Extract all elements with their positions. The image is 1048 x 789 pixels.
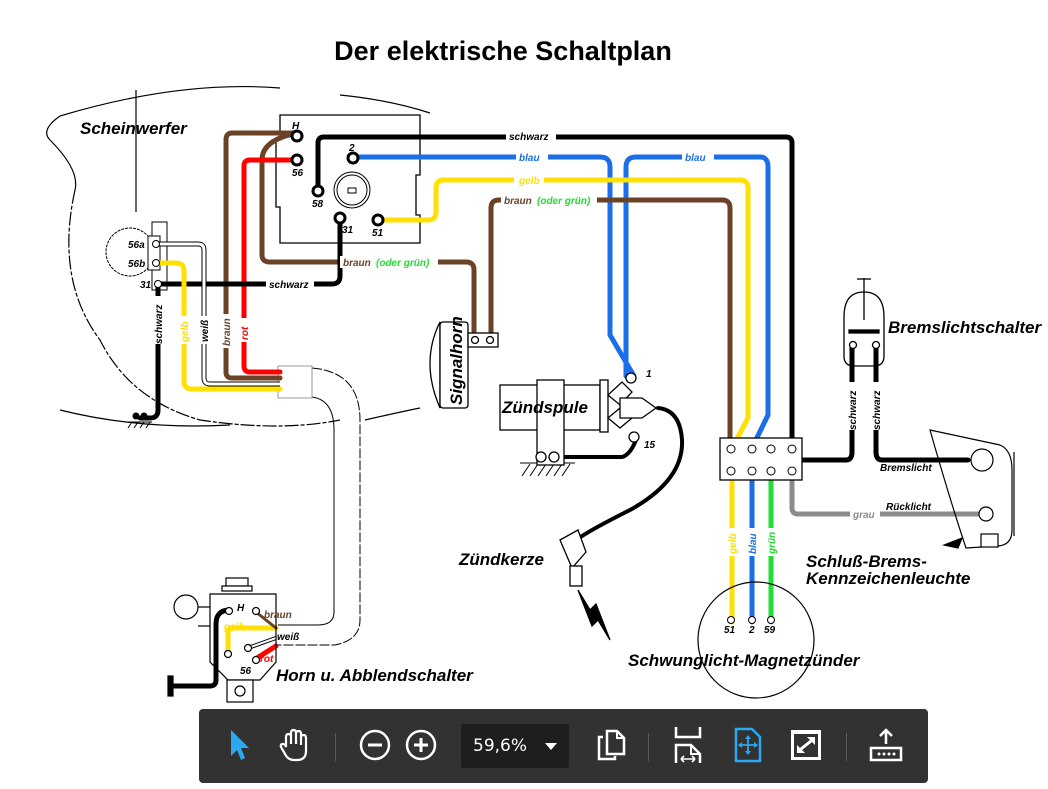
page-title: Der elektrische Schaltplan — [334, 36, 672, 66]
hand-tool-button[interactable] — [275, 725, 315, 765]
terminal-58: 58 — [312, 199, 324, 210]
terminal-horn-56: 56 — [240, 666, 252, 677]
weiss-wires — [158, 241, 280, 650]
wire-label-gelb-horn: gelb — [223, 622, 245, 633]
junction-box — [719, 437, 803, 481]
wire-label-blau-2: blau — [685, 153, 706, 164]
viewer-toolbar: 59,6% — [199, 709, 928, 783]
wire-label-braun-vertical: braun — [222, 318, 233, 346]
wire-labels: schwarz blau blau gelb braun (oder grün)… — [152, 130, 883, 665]
wires — [137, 130, 981, 689]
select-tool-button[interactable] — [219, 725, 259, 765]
wire-label-oder-gruen-1: (oder grün) — [537, 196, 591, 207]
terminal-labels: H 56 2 58 31 51 56a 56b 31 1 15 51 2 59 … — [128, 121, 776, 677]
ignition-switch-terminals — [290, 129, 385, 227]
terminal-2: 2 — [348, 143, 355, 154]
horn-dimmer-switch — [167, 577, 277, 703]
terminal-horn-H: H — [237, 603, 245, 614]
wire-label-schwarz-brake-2: schwarz — [872, 391, 883, 430]
wire-label-rot-vertical: rot — [240, 326, 251, 340]
terminal-coil-1: 1 — [646, 369, 652, 380]
copy-pages-icon — [597, 729, 626, 761]
export-icon — [869, 728, 903, 762]
spark-plug-label: Zündkerze — [458, 550, 544, 569]
terminal-coil-15: 15 — [644, 440, 656, 451]
wire-label-braun-2: braun — [343, 258, 371, 269]
wire-label-gelb-vertical: gelb — [180, 321, 191, 343]
wire-label-schwarz-top: schwarz — [509, 132, 548, 143]
cable-conduit — [277, 365, 361, 646]
export-button[interactable] — [866, 725, 906, 765]
headlight-socket — [105, 221, 168, 291]
terminal-56: 56 — [292, 168, 304, 179]
fit-width-button[interactable] — [668, 725, 708, 765]
signal-horn — [429, 321, 499, 409]
wire-label-blau-1: blau — [519, 153, 540, 164]
zoom-in-button[interactable] — [401, 725, 441, 765]
wire-label-grau: grau — [852, 510, 875, 521]
fullscreen-button[interactable] — [786, 725, 826, 765]
wire-label-gruen-magneto: grün — [767, 532, 778, 555]
zoom-level-dropdown[interactable]: 59,6% — [461, 724, 569, 768]
tail-light — [929, 429, 1015, 549]
wire-label-weiss-vertical: weiß — [200, 320, 211, 342]
terminal-51: 51 — [372, 228, 384, 239]
zoom-out-button[interactable] — [355, 725, 395, 765]
wire-label-gelb-magneto: gelb — [728, 533, 739, 555]
spark-plug — [559, 529, 611, 641]
wire-label-gelb: gelb — [518, 176, 540, 187]
zoom-in-icon — [405, 729, 437, 761]
terminal-magneto-2: 2 — [748, 625, 755, 636]
tail-light-label-2: Kennzeichenleuchte — [806, 569, 970, 588]
wire-label-blau-magneto: blau — [748, 533, 759, 554]
signal-horn-label: Signalhorn — [447, 316, 466, 405]
toolbar-divider — [648, 733, 649, 761]
page-view-button[interactable] — [591, 725, 631, 765]
toolbar-divider — [335, 733, 336, 761]
terminal-31: 31 — [342, 225, 354, 236]
fit-page-button[interactable] — [728, 725, 768, 765]
rear-light-label: Rücklicht — [886, 502, 932, 513]
wire-label-oder-gruen-2: (oder grün) — [376, 258, 430, 269]
zoom-level-value: 59,6% — [473, 736, 528, 756]
wire-label-braun-horn: braun — [264, 610, 292, 621]
fullscreen-icon — [791, 730, 821, 760]
toolbar-divider — [846, 733, 847, 761]
brake-light-label: Bremslicht — [880, 463, 932, 474]
brake-light-switch-label: Bremslichtschalter — [888, 318, 1042, 337]
zoom-out-icon — [359, 729, 391, 761]
chevron-down-icon — [545, 743, 557, 750]
wire-label-schwarz-vertical: schwarz — [154, 305, 165, 344]
pointer-icon — [231, 730, 249, 760]
wire-label-schwarz-brake-1: schwarz — [848, 391, 859, 430]
tail-light-label-1: Schluß-Brems- — [806, 552, 927, 571]
terminal-56b: 56b — [128, 259, 145, 270]
hand-icon — [279, 728, 308, 762]
headlight-label: Scheinwerfer — [80, 119, 188, 138]
terminal-headlight-31: 31 — [140, 280, 152, 291]
ignition-coil — [499, 372, 658, 466]
flywheel-magneto — [697, 581, 815, 699]
wire-label-rot-horn: rot — [260, 654, 274, 665]
wire-label-weiss-horn: weiß — [277, 632, 299, 643]
headlight-terminals — [152, 240, 162, 288]
terminal-H: H — [292, 121, 300, 132]
terminal-56a: 56a — [128, 240, 145, 251]
terminal-magneto-51: 51 — [724, 625, 736, 636]
magneto-label: Schwunglicht-Magnetzünder — [628, 651, 861, 670]
terminal-magneto-59: 59 — [764, 625, 776, 636]
fit-width-icon — [674, 727, 702, 763]
fit-page-icon — [734, 727, 762, 763]
brake-light-switch — [843, 278, 885, 367]
horn-dimmer-switch-label: Horn u. Abblendschalter — [276, 666, 474, 685]
wire-label-schwarz-headlight: schwarz — [269, 280, 308, 291]
wire-label-braun-1: braun — [504, 196, 532, 207]
ignition-coil-label: Zündspule — [501, 398, 588, 417]
